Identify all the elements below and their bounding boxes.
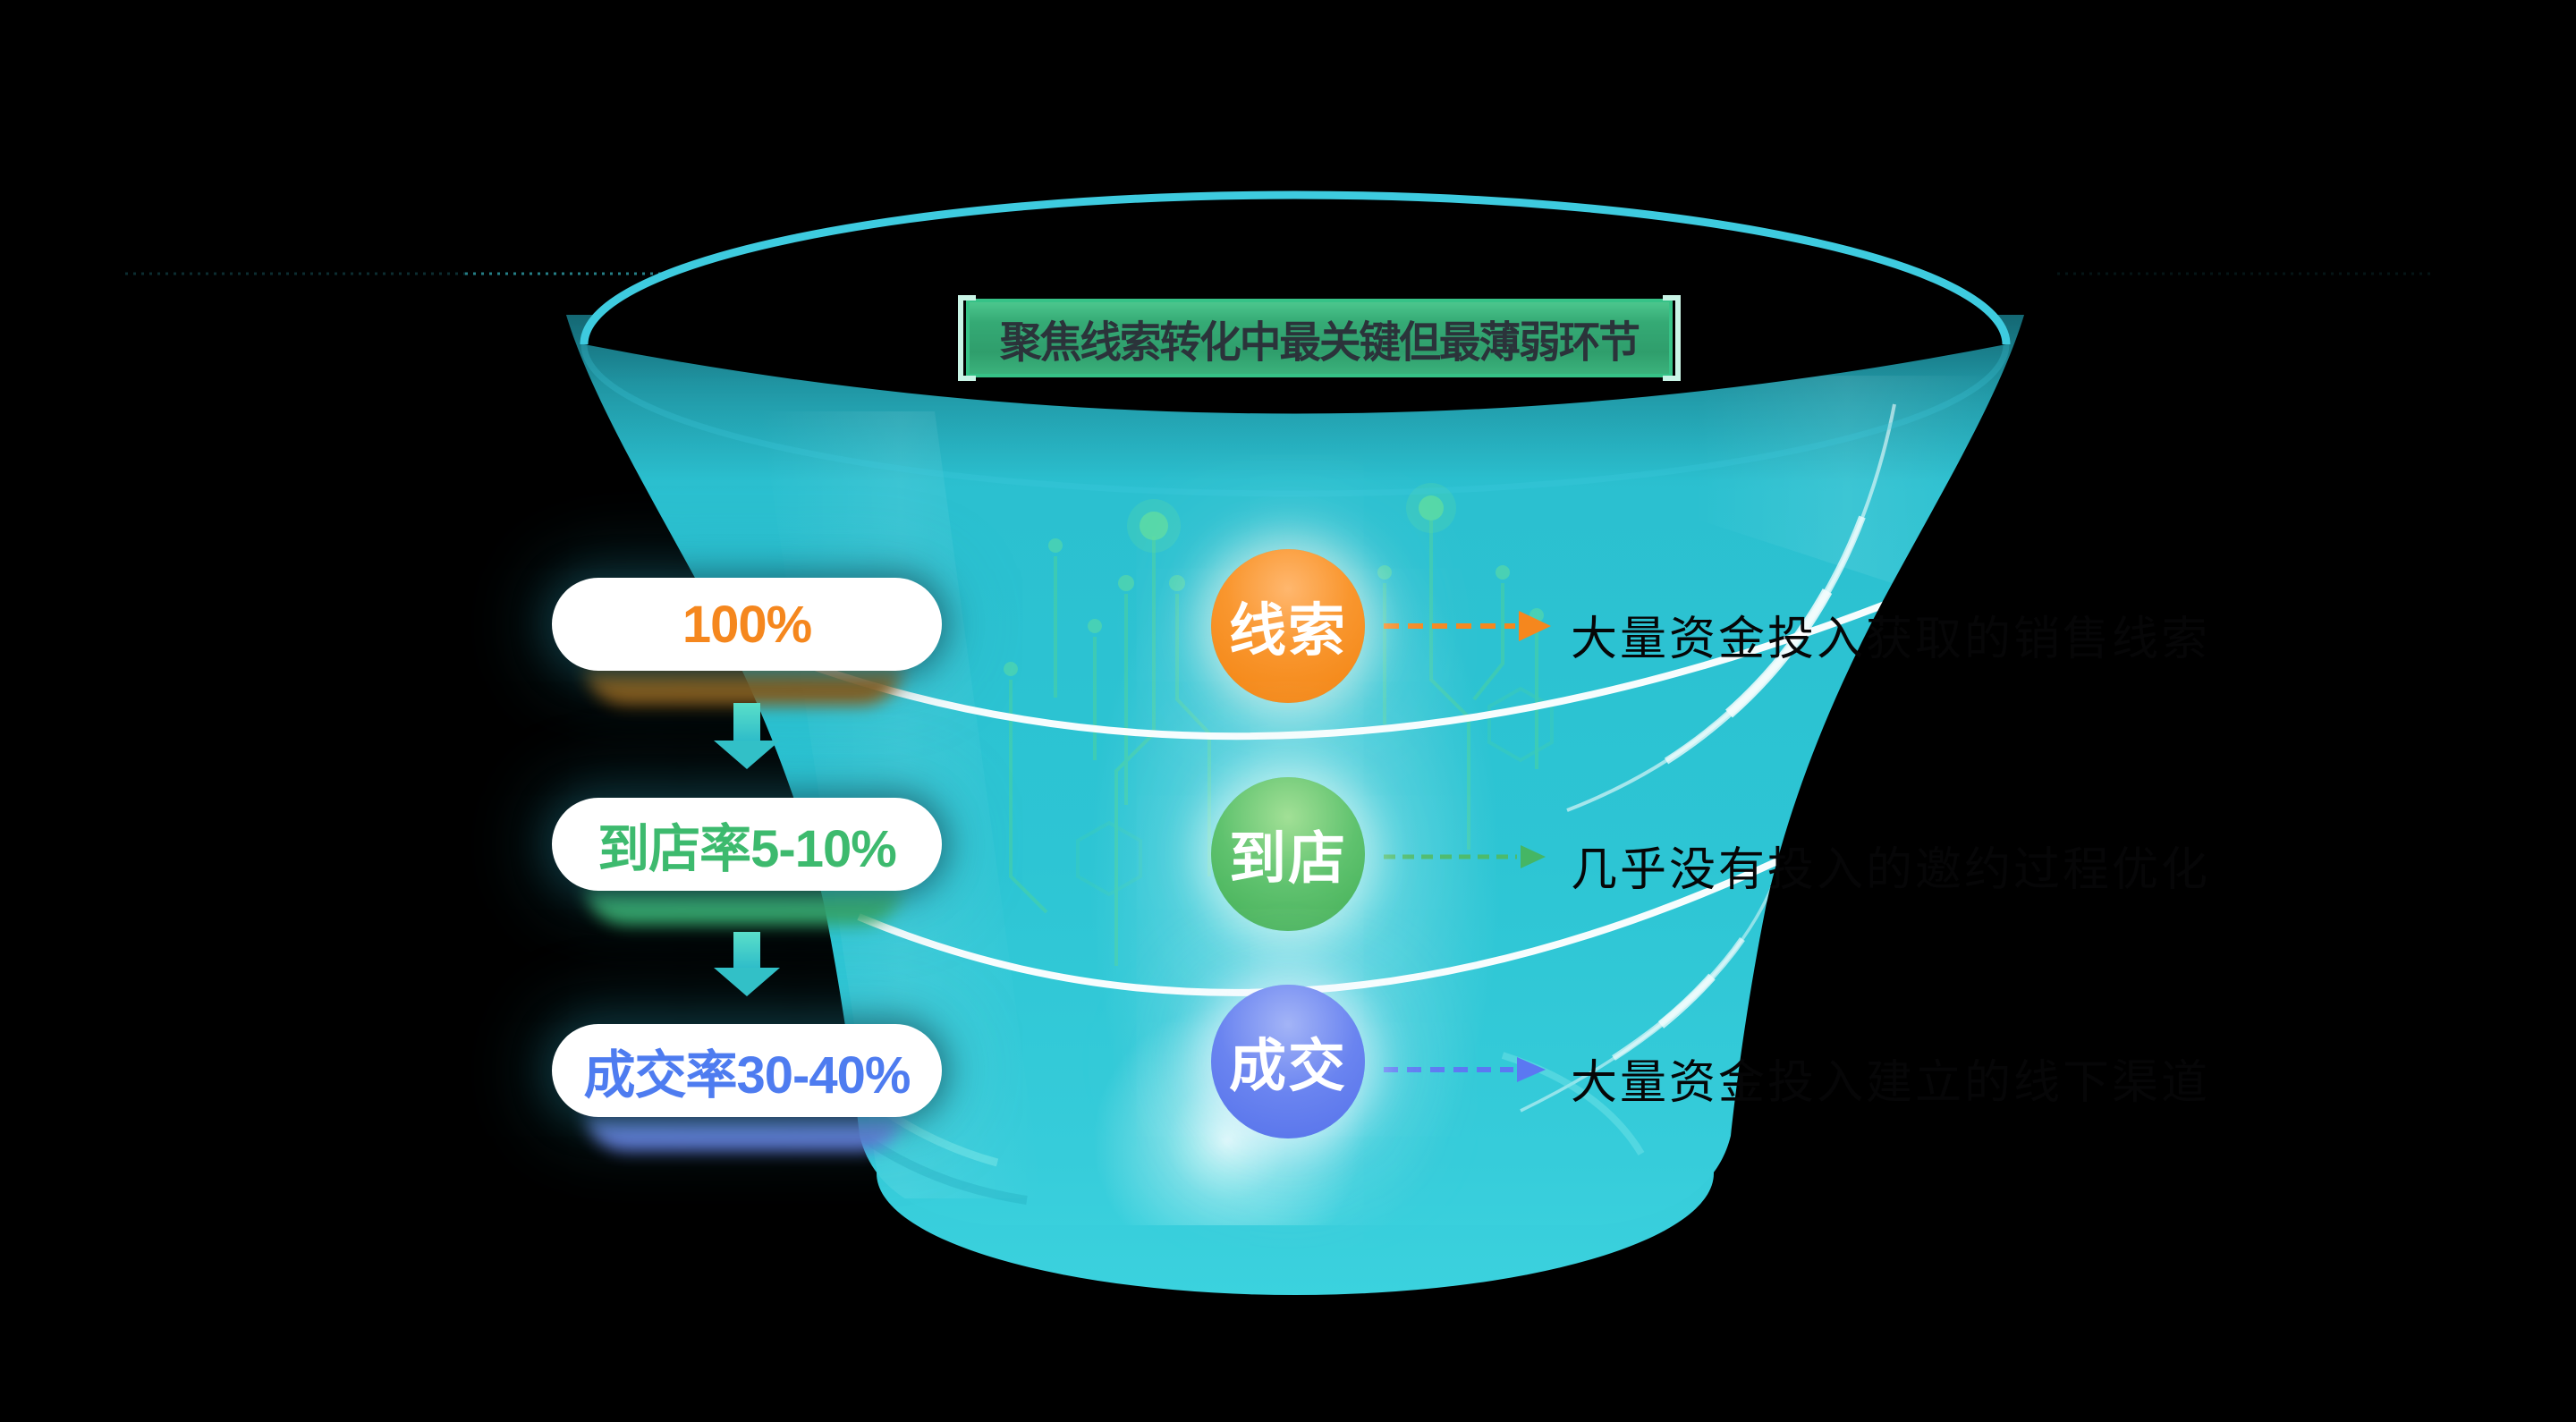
- funnel-node-store-visit: 到店: [1211, 777, 1365, 931]
- dashed-arrow-head-leads: [1519, 611, 1551, 641]
- rate-pill-leads: 100%: [552, 578, 942, 671]
- rate-label-leads: 100%: [682, 595, 812, 654]
- funnel-node-leads: 线索: [1211, 549, 1365, 703]
- dashed-arrow-head-deal: [1517, 1057, 1546, 1082]
- dashed-connectors: [1384, 611, 1551, 1082]
- arrow-head: [714, 968, 780, 996]
- arrow-head: [714, 741, 780, 769]
- rate-pill-deal: 成交率30-40%: [552, 1024, 942, 1117]
- annotation-deal: 大量资金投入建立的线下渠道: [1571, 1057, 2211, 1109]
- rate-label-deal: 成交率30-40%: [583, 1046, 911, 1105]
- node-label-deal: 成交: [1229, 1034, 1347, 1098]
- funnel-node-deal: 成交: [1211, 985, 1365, 1138]
- arrow-shaft: [733, 703, 760, 741]
- funnel-rim-back: [580, 343, 2010, 497]
- node-label-leads: 线索: [1229, 598, 1347, 663]
- annotation-store-visit: 几乎没有投入的邀约过程优化: [1571, 844, 2211, 896]
- annotation-leads: 大量资金投入获取的销售线索: [1571, 614, 2211, 665]
- funnel-dividers: [785, 582, 1934, 996]
- title-box: 聚焦线索转化中最关键但最薄弱环节: [958, 295, 1681, 381]
- rate-label-store-visit: 到店率5-10%: [597, 820, 897, 878]
- title-bracket-right: [1663, 295, 1681, 381]
- title-bracket-left: [958, 295, 976, 381]
- rate-pill-store-visit: 到店率5-10%: [552, 798, 942, 891]
- dashed-arrow-head-store-visit: [1521, 845, 1546, 868]
- funnel-rim: [580, 190, 2011, 345]
- arrow-shaft: [733, 932, 760, 968]
- node-label-store-visit: 到店: [1229, 826, 1347, 891]
- swoosh-highlights: [1520, 403, 1896, 1113]
- title-text: 聚焦线索转化中最关键但最薄弱环节: [1000, 319, 1640, 367]
